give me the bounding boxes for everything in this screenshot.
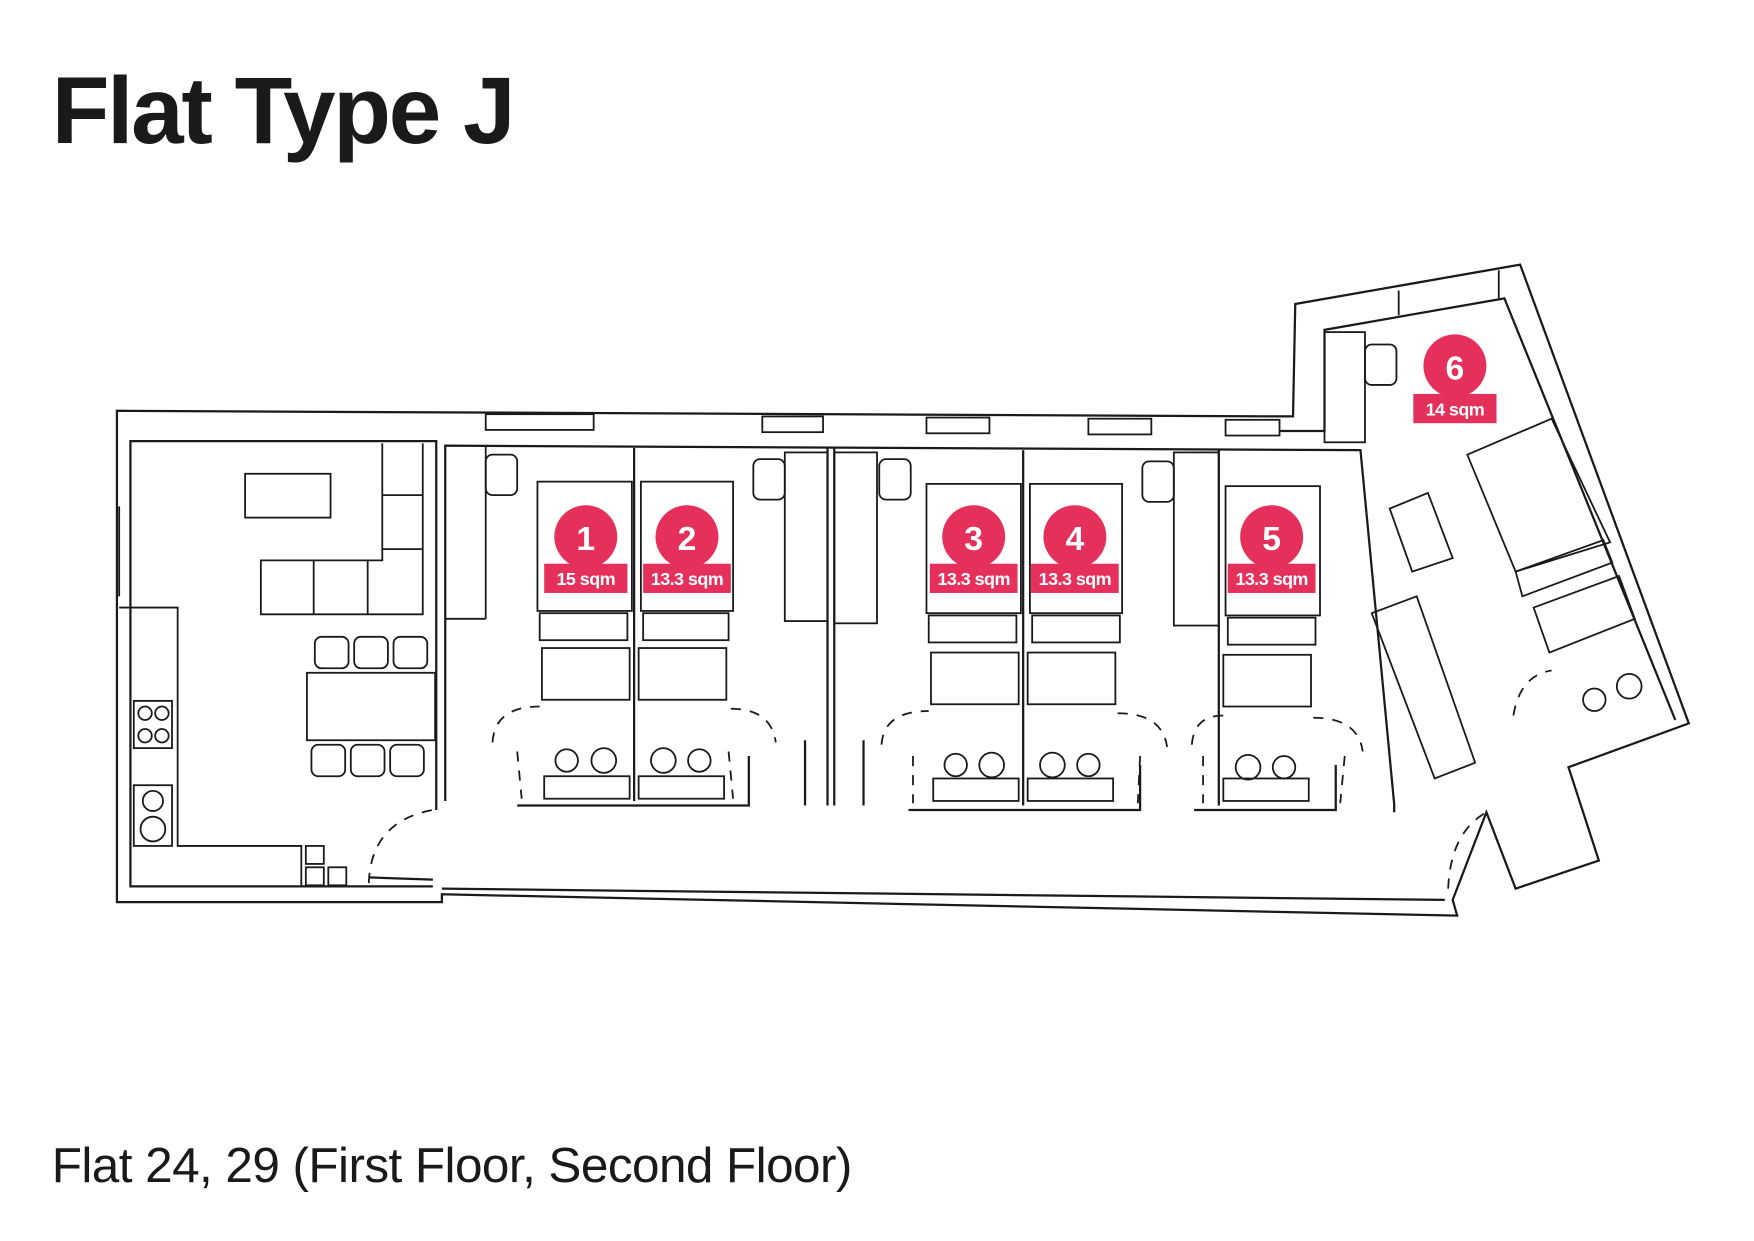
room-area: 13.3 sqm <box>651 569 723 589</box>
door-swings <box>491 669 1552 889</box>
appliances <box>304 845 348 887</box>
page-title: Flat Type J <box>52 59 514 164</box>
room-area: 13.3 sqm <box>1235 569 1307 589</box>
hob-icon <box>132 699 173 750</box>
sofa <box>259 443 424 616</box>
door-swing <box>367 809 434 884</box>
room-badge-4[interactable]: 4 13.3 sqm <box>1031 505 1119 593</box>
flat-numbers-caption: Flat 24, 29 (First Floor, Second Floor) <box>52 1138 852 1193</box>
room-number: 4 <box>1066 520 1085 558</box>
sanitaryware <box>554 673 1643 781</box>
room-badge-2[interactable]: 2 13.3 sqm <box>643 505 731 593</box>
room-badge-3[interactable]: 3 13.3 sqm <box>929 505 1018 593</box>
furniture <box>484 331 1636 802</box>
room-number: 6 <box>1446 349 1465 387</box>
sink-icon <box>132 784 173 847</box>
room-badge-1[interactable]: 1 15 sqm <box>544 505 628 593</box>
kitchen-counter <box>119 606 303 887</box>
floor-plan <box>115 263 1691 917</box>
room-badge-5[interactable]: 5 13.3 sqm <box>1227 505 1316 593</box>
chairs <box>310 635 429 778</box>
room-area: 15 sqm <box>557 569 616 589</box>
room-number: 5 <box>1262 520 1281 558</box>
dining-table <box>306 671 437 742</box>
room-number: 2 <box>678 520 697 558</box>
outer-wall <box>115 263 1691 917</box>
tv-unit <box>244 472 332 519</box>
room-badge-6[interactable]: 6 14 sqm <box>1413 334 1497 424</box>
kitchen-wall <box>129 440 438 888</box>
room-walls <box>444 444 1396 813</box>
corridor-wall <box>441 887 1445 902</box>
room-area: 13.3 sqm <box>937 569 1009 589</box>
room-area: 14 sqm <box>1426 399 1485 419</box>
windows <box>118 270 1500 597</box>
room-area: 13.3 sqm <box>1039 569 1111 589</box>
room-number: 3 <box>964 520 983 558</box>
room-number: 1 <box>576 520 595 558</box>
